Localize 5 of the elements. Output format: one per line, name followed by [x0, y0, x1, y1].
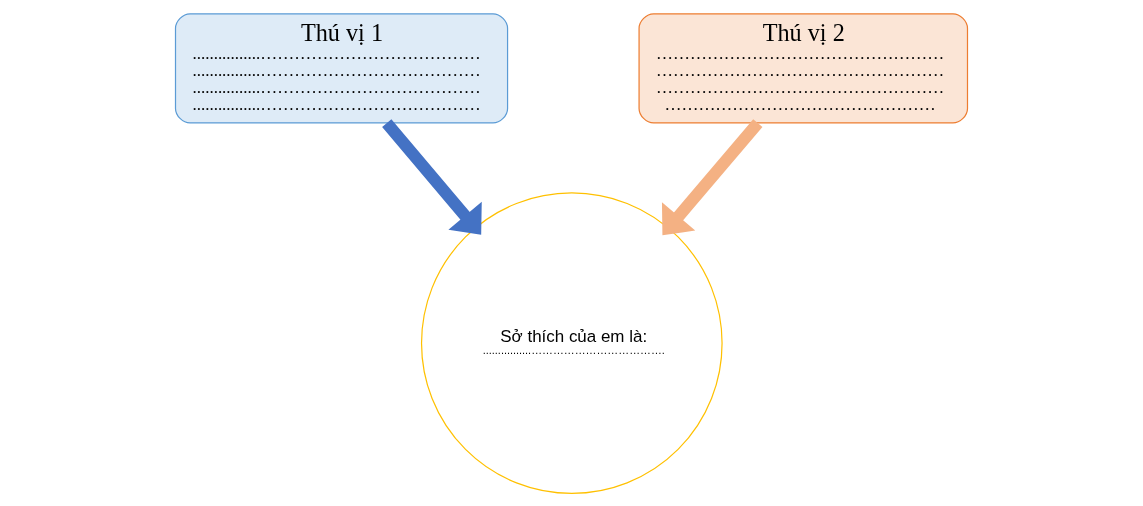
node-box: Thú vị 1 ................………………………………… ................………………………………… ................………………………………… ................………………………………… — [174, 12, 509, 124]
arrow — [661, 118, 763, 235]
arrow — [382, 118, 482, 235]
node-circle: Sở thích của em là: ................………………………………. — [420, 191, 723, 494]
node-box: Thú vị 2 …………………………………………… …………………………………………… …………………………………………… ………………………………………… — [638, 12, 969, 124]
